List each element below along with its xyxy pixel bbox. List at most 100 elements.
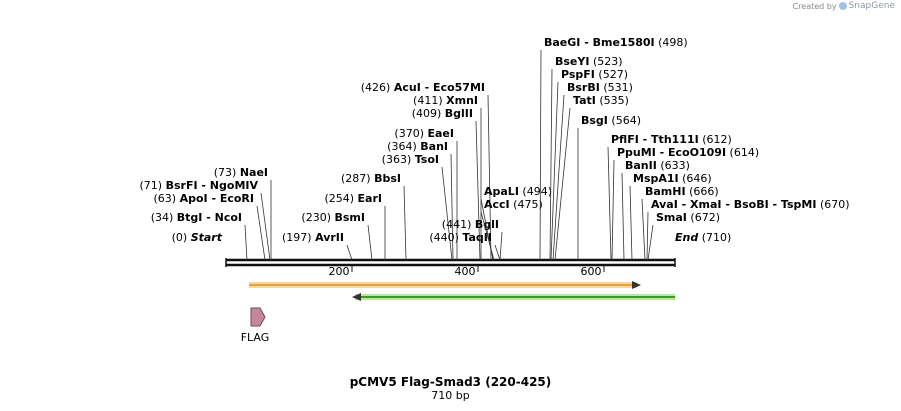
- site-bsmi: (230) BsmI: [301, 211, 373, 261]
- site-start: (0) Start: [172, 231, 223, 244]
- site-line: [647, 224, 654, 261]
- site-position: (614): [730, 146, 760, 159]
- site-enzyme-name: BseYI: [555, 55, 589, 68]
- site-position: (364): [387, 140, 417, 153]
- site-acui-eco57mi: (426) AcuI - Eco57MI: [361, 81, 492, 261]
- site-position: (411): [413, 94, 443, 107]
- flag-label: FLAG: [241, 331, 270, 344]
- site-label: (73) NaeI: [214, 166, 268, 179]
- site-tsoi: (363) TsoI: [382, 153, 453, 261]
- site-xmni: (411) XmnI: [413, 94, 482, 260]
- site-enzyme-name: BaeGI: [544, 36, 580, 49]
- site-label: (71) BsrFI - NgoMIV: [140, 179, 259, 192]
- site-line: [607, 146, 612, 261]
- site-taqii: (440) TaqII: [429, 231, 501, 261]
- site-enzyme-name: BtgI: [177, 211, 203, 224]
- site-position: (527): [598, 68, 628, 81]
- site-enzyme-name: AvrII: [315, 231, 344, 244]
- site-enzyme-name: EaeI: [428, 127, 455, 140]
- site-line: [256, 205, 266, 261]
- site-position: (440): [429, 231, 459, 244]
- site-enzyme-name: XmnI: [446, 94, 478, 107]
- site-btgi-ncoi: (34) BtgI - NcoI: [151, 211, 248, 261]
- site-bbsi: (287) BbsI: [341, 172, 407, 261]
- site-label: BanII (633): [625, 159, 690, 172]
- site-line: [450, 153, 454, 261]
- site-enzyme-name: - EcoRI: [208, 192, 254, 205]
- site-line: [554, 107, 571, 261]
- site-label: (411) XmnI: [413, 94, 478, 107]
- site-label: (426) AcuI - Eco57MI: [361, 81, 485, 94]
- site-enzyme-name: - TspMI: [769, 198, 817, 211]
- site-avai-xmai-bsobi-tspmi: AvaI - XmaI - BsoBI - TspMI (670): [646, 198, 850, 261]
- created-by-text: Created by: [792, 1, 837, 11]
- site-position: (34): [151, 211, 174, 224]
- site-line: [621, 172, 625, 261]
- site-label: PpuMI - EcoO109I (614): [617, 146, 759, 159]
- site-end: End (710): [675, 231, 731, 244]
- site-enzyme-name: End: [675, 231, 698, 244]
- site-ppumi-ecoo109i: PpuMI - EcoO109I (614): [611, 146, 759, 261]
- map-subtitle: 710 bp: [431, 389, 470, 402]
- site-position: (409): [412, 107, 442, 120]
- site-mspa1i: MspA1I (646): [629, 172, 712, 261]
- site-line: [441, 166, 453, 261]
- site-apali: ApaLI (494): [480, 185, 552, 261]
- site-label: (440) TaqII: [429, 231, 492, 244]
- site-enzyme-name: BglI: [475, 218, 499, 231]
- site-enzyme-name: EarI: [358, 192, 382, 205]
- site-enzyme-name: BamHI: [645, 185, 686, 198]
- snapgene-brand: Created by SnapGene: [793, 1, 895, 11]
- site-line: [494, 244, 501, 261]
- site-label: BamHI (666): [645, 185, 719, 198]
- site-label: (287) BbsI: [341, 172, 401, 185]
- site-line: [367, 224, 373, 261]
- site-enzyme-name: TaqII: [462, 231, 492, 244]
- site-bani: (364) BanI: [387, 140, 454, 261]
- site-banii: BanII (633): [621, 159, 690, 261]
- site-enzyme-name: PspFI: [561, 68, 595, 81]
- site-position: (498): [658, 36, 688, 49]
- tick-label-400: 400: [455, 265, 476, 278]
- site-line: [611, 159, 615, 261]
- site-position: (230): [301, 211, 331, 224]
- site-position: (710): [702, 231, 732, 244]
- site-enzyme-name: BglII: [445, 107, 473, 120]
- site-line: [549, 68, 553, 261]
- site-enzyme-name: SmaI: [656, 211, 687, 224]
- site-label: (364) BanI: [387, 140, 448, 153]
- site-line: [499, 231, 503, 261]
- site-line: [346, 244, 353, 261]
- scale-ticks: 200 400 600: [329, 265, 605, 278]
- site-label: PflFI - Tth111I (612): [611, 133, 732, 146]
- site-enzyme-name: ApaLI: [484, 185, 519, 198]
- site-label: (409) BglII: [412, 107, 473, 120]
- site-label: TatI (535): [573, 94, 629, 107]
- site-bsrbi: BsrBI (531): [552, 81, 633, 261]
- site-line: [487, 94, 492, 261]
- site-label: (197) AvrII: [282, 231, 344, 244]
- site-label: (370) EaeI: [394, 127, 454, 140]
- site-line: [552, 94, 565, 261]
- site-enzyme-name: AvaI: [651, 198, 678, 211]
- site-label: End (710): [675, 231, 731, 244]
- site-position: (0): [172, 231, 188, 244]
- site-label: (441) BglI: [442, 218, 499, 231]
- site-position: (666): [689, 185, 719, 198]
- site-label: AccI (475): [484, 198, 543, 211]
- site-avrii: (197) AvrII: [282, 231, 353, 261]
- site-label: SmaI (672): [656, 211, 720, 224]
- site-position: (197): [282, 231, 312, 244]
- site-enzyme-name: NaeI: [240, 166, 268, 179]
- site-line: [260, 192, 271, 261]
- restriction-sites: (0) Start(34) BtgI - NcoI(63) ApoI - Eco…: [140, 36, 850, 261]
- site-position: (564): [611, 114, 641, 127]
- site-label: (34) BtgI - NcoI: [151, 211, 242, 224]
- site-line: [550, 81, 559, 261]
- site-enzyme-name: - XmaI: [678, 198, 722, 211]
- site-label: (363) TsoI: [382, 153, 439, 166]
- site-line: [641, 198, 646, 261]
- site-position: (73): [214, 166, 237, 179]
- site-enzyme-name: BsmI: [335, 211, 366, 224]
